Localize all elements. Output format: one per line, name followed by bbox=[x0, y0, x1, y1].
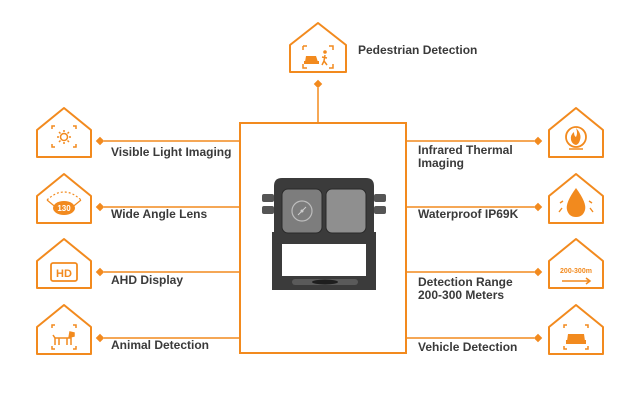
svg-text:200-300m: 200-300m bbox=[560, 268, 592, 275]
svg-text:HD: HD bbox=[56, 268, 72, 280]
130-angle-icon: 130 bbox=[46, 191, 82, 215]
top-feature-label: Pedestrian Detection bbox=[358, 43, 478, 57]
right-feature-label-line1: Infrared Thermal bbox=[418, 143, 513, 157]
pedestrian-car-icon-badge bbox=[289, 22, 347, 73]
right-feature-label: Detection Range 200-300 Meters bbox=[418, 276, 513, 302]
right-feature-label: Infrared Thermal Imaging bbox=[418, 144, 513, 170]
car-focus-icon bbox=[563, 324, 589, 350]
svg-text:130: 130 bbox=[57, 204, 71, 213]
dog-icon bbox=[51, 324, 77, 350]
flame-icon bbox=[565, 126, 587, 150]
right-feature-label-line2: 200-300 Meters bbox=[418, 288, 505, 302]
flame-icon-badge bbox=[548, 107, 604, 158]
car-focus-icon-badge bbox=[548, 304, 604, 355]
right-feature-label-line2: Imaging bbox=[418, 156, 465, 170]
right-feature-label: Waterproof IP69K bbox=[418, 208, 518, 221]
dog-icon-badge bbox=[36, 304, 92, 355]
sun-focus-icon-badge bbox=[36, 107, 92, 158]
left-feature-label: AHD Display bbox=[111, 273, 184, 287]
pedestrian-car-icon bbox=[302, 45, 334, 69]
range-icon: 200-300m bbox=[560, 268, 592, 285]
left-feature-label: Animal Detection bbox=[111, 338, 210, 352]
left-feature-label: Wide Angle Lens bbox=[111, 207, 208, 221]
right-feature-label: Vehicle Detection bbox=[418, 341, 517, 354]
right-feature-label-line1: Vehicle Detection bbox=[418, 340, 518, 354]
water-drop-icon bbox=[558, 188, 594, 217]
right-feature-label-line1: Detection Range bbox=[418, 275, 513, 289]
range-icon-badge bbox=[548, 238, 604, 289]
130-angle-icon-badge bbox=[36, 173, 92, 224]
camera-image bbox=[262, 178, 386, 290]
hd-icon: HD bbox=[50, 262, 78, 282]
sun-focus-icon bbox=[51, 125, 77, 148]
left-feature-label: Visible Light Imaging bbox=[111, 145, 232, 159]
right-feature-label-line1: Waterproof IP69K bbox=[418, 207, 519, 221]
